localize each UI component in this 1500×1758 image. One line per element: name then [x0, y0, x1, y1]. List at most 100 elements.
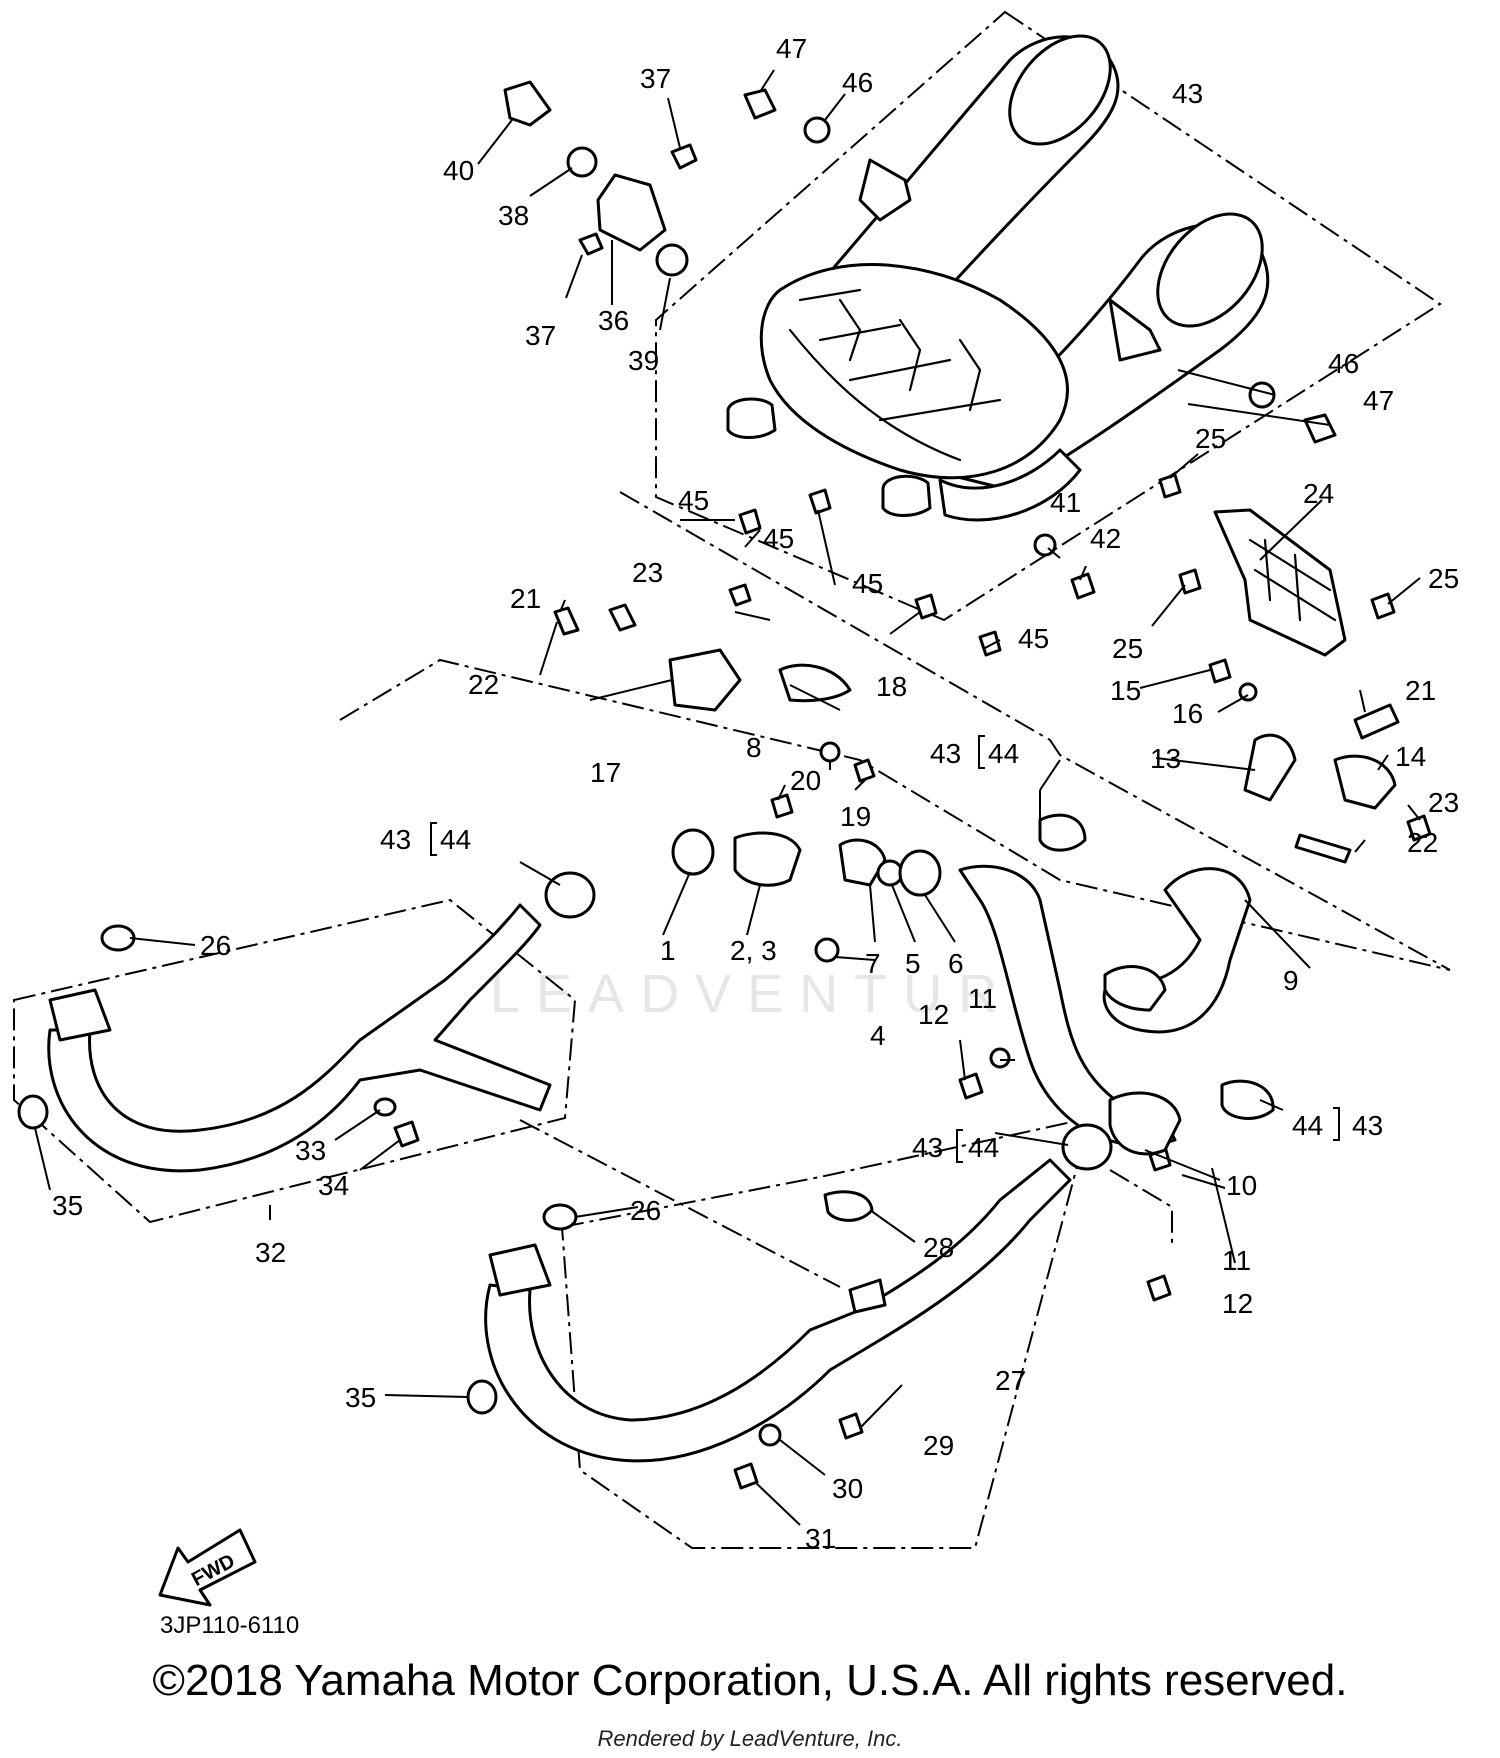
part-14 [1333, 754, 1397, 810]
part-37-upper [670, 143, 698, 170]
clamp-lower [881, 474, 932, 517]
bracket-callout-center-inner: 44 [988, 738, 1019, 769]
bracket-callout-rear-outer: 43 [912, 1132, 943, 1163]
callout-46-upper: 46 [842, 67, 873, 98]
center-line [519, 1119, 841, 1288]
upper-bracket [858, 158, 912, 222]
callout-43-top: 43 [1172, 78, 1203, 109]
callout-22-left: 22 [468, 669, 499, 700]
callout-40: 40 [443, 155, 474, 186]
callout-37-lower: 37 [525, 320, 556, 351]
callout-35-lower: 35 [345, 1382, 376, 1413]
lower-bracket [1108, 298, 1162, 362]
callout-39: 39 [628, 345, 659, 376]
part-47-lower [1303, 413, 1337, 444]
bracket-callout-center-outer: 43 [930, 738, 961, 769]
clamps-45 [726, 397, 1096, 657]
part-35-left [17, 1094, 49, 1130]
bracket-parts [553, 583, 1432, 864]
part-21-right [1353, 703, 1400, 740]
lower-silencer-end [1156, 212, 1264, 328]
part-12-lower [1146, 1274, 1172, 1302]
callout-27: 27 [995, 1365, 1026, 1396]
heat-shield-24 [1158, 473, 1396, 657]
callout-45-a: 45 [678, 485, 709, 516]
bracket-callout-left-inner: 44 [440, 824, 471, 855]
gasket-26-lower [542, 1203, 578, 1231]
collector-boundary [619, 491, 1451, 971]
callout-26-upper: 26 [200, 930, 231, 961]
part-18 [778, 663, 852, 703]
callout-29: 29 [923, 1430, 954, 1461]
callout-47-upper: 47 [776, 33, 807, 64]
callout-21-right: 21 [1405, 675, 1436, 706]
callout-45-c: 45 [852, 568, 883, 599]
callout-23-left: 23 [632, 557, 663, 588]
gasket-26-upper [100, 924, 136, 952]
callout-17: 17 [590, 757, 621, 788]
rendered-by: Rendered by LeadVenture, Inc. [597, 1726, 903, 1751]
callout-30: 30 [832, 1473, 863, 1504]
flange-27 [488, 1243, 552, 1297]
callout-34: 34 [318, 1170, 349, 1201]
front-pipe-32 [17, 871, 596, 1173]
callout-11-lower: 11 [1222, 1245, 1251, 1276]
callout-7: 7 [865, 948, 881, 979]
bracket-callout-right-outer: 43 [1352, 1110, 1383, 1141]
callout-13: 13 [1150, 743, 1181, 774]
callout-31: 31 [805, 1523, 836, 1554]
callout-14: 14 [1395, 741, 1426, 772]
bushing-28 [823, 1190, 874, 1222]
callout-47-lower: 47 [1363, 385, 1394, 416]
bracket-callout-left-outer: 43 [380, 824, 411, 855]
bracket-glyphs [430, 735, 1340, 1163]
part-17 [668, 648, 742, 712]
callout-15: 15 [1110, 675, 1141, 706]
leader-lines [34, 69, 1421, 1526]
part-20 [819, 741, 841, 763]
part-29 [838, 1412, 864, 1440]
part-31 [733, 1462, 759, 1490]
callout-6: 6 [948, 948, 964, 979]
flange-32 [48, 988, 112, 1042]
part-36 [596, 173, 667, 252]
upper-silencer-end [1008, 34, 1112, 146]
callout-19: 19 [840, 801, 871, 832]
part-35-lower [466, 1379, 498, 1415]
callout-25-top: 25 [1195, 423, 1226, 454]
callout-23-right: 23 [1428, 787, 1459, 818]
muffler-assembly-outline [655, 10, 1442, 622]
callout-45-b: 45 [763, 523, 794, 554]
rear-pipe-27 [466, 1123, 1172, 1490]
copyright-notice: ©2018 Yamaha Motor Corporation, U.S.A. A… [152, 1656, 1348, 1705]
callout-11-upper: 11 [968, 983, 997, 1014]
callout-10: 10 [1226, 1170, 1257, 1201]
part-30 [758, 1423, 782, 1447]
callout-16: 16 [1172, 698, 1203, 729]
bushing-44-rear [1061, 1123, 1113, 1171]
gasket-5 [876, 859, 904, 887]
callout-36: 36 [598, 305, 629, 336]
callout-42: 42 [1090, 523, 1121, 554]
part-13 [1243, 733, 1297, 802]
callout-35-left: 35 [52, 1190, 83, 1221]
clamp-7 [838, 838, 887, 887]
part-46-upper [803, 116, 831, 144]
upper-mount-parts [503, 80, 1337, 444]
callout-12-lower: 12 [1222, 1288, 1253, 1319]
callout-12-upper: 12 [918, 999, 949, 1030]
bushing-44-left [544, 871, 596, 919]
bracket-callout-rear-inner: 44 [968, 1132, 999, 1163]
callout-37-upper: 37 [640, 63, 671, 94]
part-39 [655, 243, 689, 277]
diagram-code: 3JP110-6110 [160, 1612, 300, 1639]
callout-45-d: 45 [1018, 623, 1049, 654]
callout-38: 38 [498, 200, 529, 231]
part-4 [814, 937, 840, 963]
outlet-tail [938, 448, 1082, 522]
callout-4: 4 [870, 1020, 886, 1051]
bracket-callout-right-inner: 44 [1292, 1110, 1323, 1141]
fwd-arrow: FWD [158, 1528, 257, 1607]
callout-5: 5 [905, 948, 921, 979]
part-40 [503, 80, 552, 127]
